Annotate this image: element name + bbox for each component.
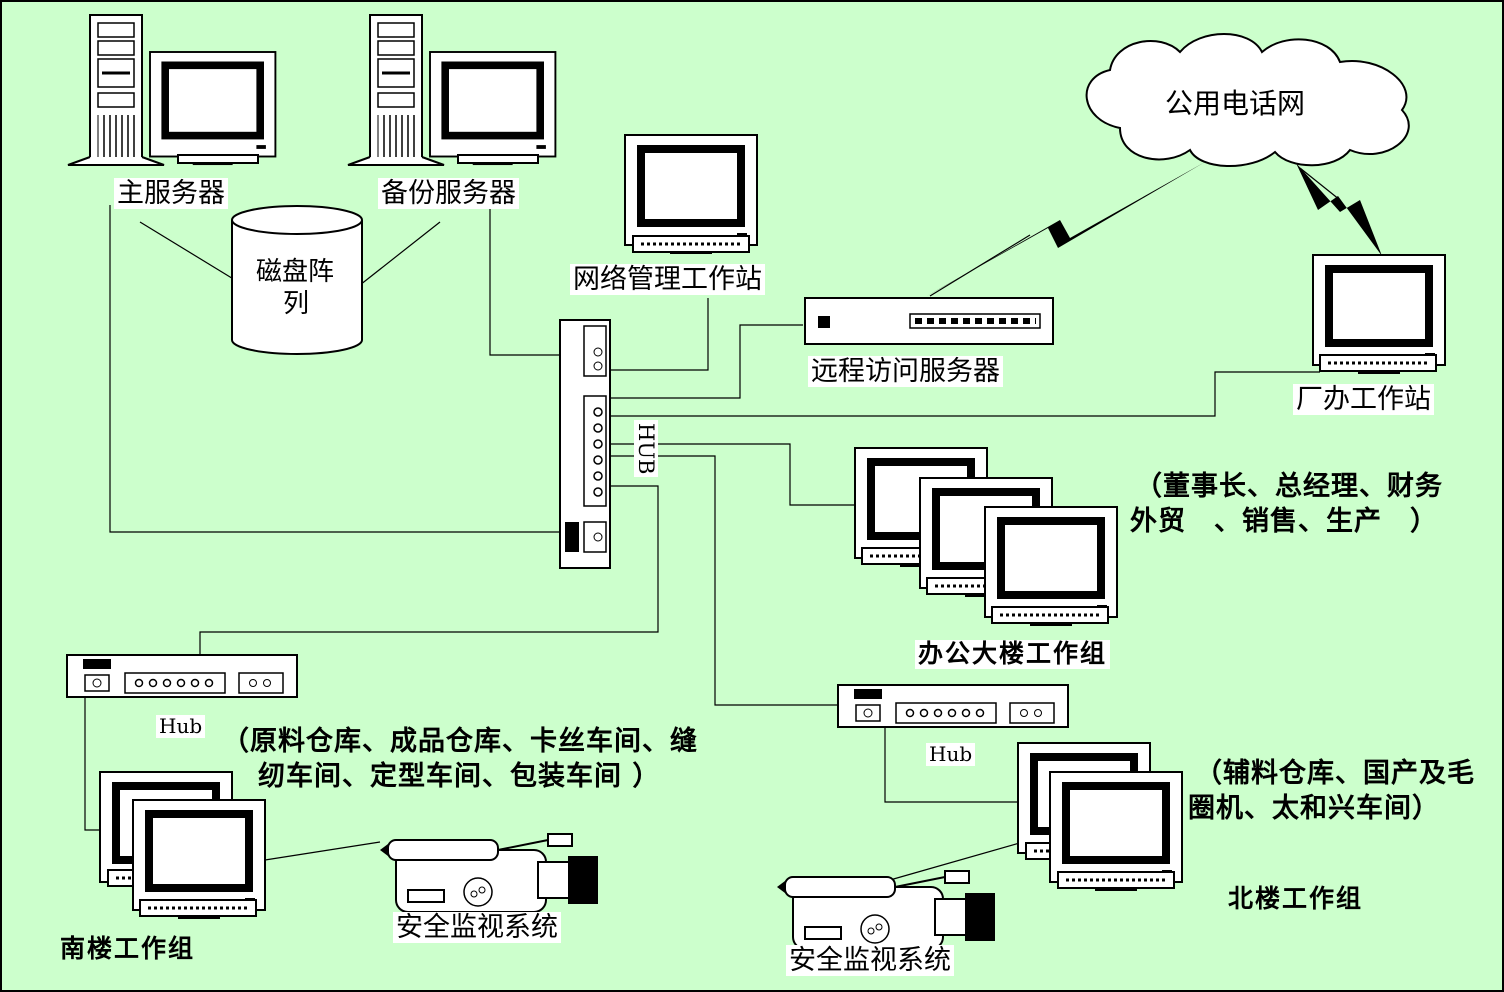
remote-access-label: 远程访问服务器 (808, 356, 1003, 388)
connection-lines (84, 167, 1341, 881)
remote-access-server (804, 297, 1054, 345)
factory-office-label: 厂办工作站 (1293, 384, 1434, 416)
main-server-label: 主服务器 (114, 178, 228, 210)
wan-link-icon (1296, 163, 1382, 256)
cloud-icon (1085, 33, 1410, 168)
factory-office-workstation (1312, 254, 1446, 374)
public-phone-net-label: 公用电话网 (1165, 87, 1306, 120)
north-note-2: 圈机、太和兴车间） (1188, 793, 1440, 824)
disk-array-label-2: 列 (283, 289, 310, 319)
office-note-1: （董事长、总经理、财务 (1135, 471, 1443, 502)
south-hub (66, 654, 298, 698)
central-hub (559, 319, 611, 569)
network-mgmt-workstation (624, 134, 758, 254)
south-note-2: 纫车间、定型车间、包装车间 ） (258, 761, 661, 792)
north-hub (837, 684, 1069, 728)
disk-array-icon (231, 205, 363, 355)
backup-server-label: 备份服务器 (378, 178, 519, 210)
north-note-1: （辅料仓库、国产及毛 (1195, 758, 1475, 789)
network-mgmt-label: 网络管理工作站 (570, 264, 765, 296)
south-security-label: 安全监视系统 (393, 912, 561, 944)
north-camera-icon (776, 870, 996, 950)
south-camera-icon (379, 833, 599, 913)
office-group-label: 办公大楼工作组 (915, 639, 1111, 669)
disk-array-label-1: 磁盘阵 (256, 257, 335, 287)
south-workstations (99, 771, 266, 919)
wan-link-icon (925, 162, 1205, 297)
south-hub-label: Hub (156, 715, 206, 738)
south-note-1: （原料仓库、成品仓库、卡丝车间、缝 (222, 726, 698, 757)
central-hub-label: HUB (633, 420, 658, 478)
office-workstations (854, 447, 1118, 626)
north-hub-label: Hub (926, 743, 976, 766)
office-note-2: 外贸 、销售、生产 ） (1130, 506, 1438, 537)
main-server (66, 13, 277, 167)
south-group-label: 南楼工作组 (60, 934, 196, 963)
north-security-label: 安全监视系统 (786, 945, 954, 977)
backup-server (346, 13, 557, 167)
north-group-label: 北楼工作组 (1228, 884, 1364, 913)
north-workstations (1017, 742, 1183, 891)
